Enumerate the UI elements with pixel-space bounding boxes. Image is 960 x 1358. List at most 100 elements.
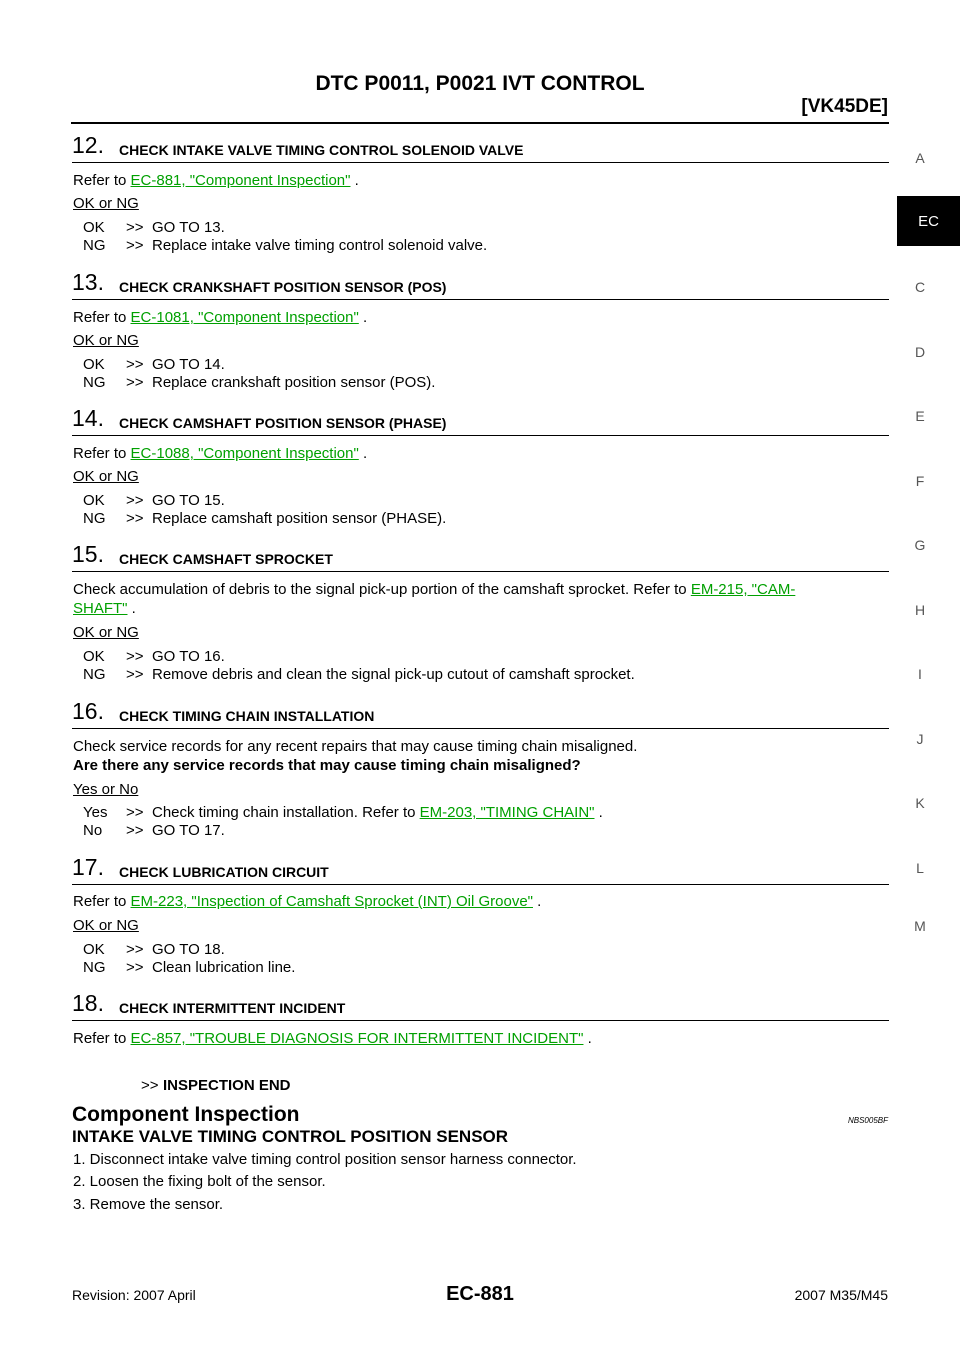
side-index-l[interactable]: L — [916, 860, 924, 876]
section-heading: Component Inspection — [72, 1103, 300, 1126]
result-key: NG — [83, 510, 106, 527]
footer-page-number: EC-881 — [446, 1283, 514, 1305]
result-text-part: Check timing chain installation. Refer t… — [152, 804, 420, 821]
refer-prefix: Refer to — [73, 445, 131, 462]
body-text: Check accumulation of debris to the sign… — [73, 581, 691, 598]
result-key: OK — [83, 492, 105, 509]
refer-prefix: Refer to — [73, 1030, 131, 1047]
refer-prefix: Refer to — [73, 893, 131, 910]
result-arrow: >> — [126, 648, 144, 665]
result-key: NG — [83, 237, 106, 254]
step-title: CHECK CAMSHAFT POSITION SENSOR (PHASE) — [119, 415, 447, 431]
step-18-refer: Refer to EC-857, "TROUBLE DIAGNOSIS FOR … — [73, 1030, 592, 1047]
result-key: NG — [83, 666, 106, 683]
refer-suffix: . — [358, 309, 368, 326]
result-key: OK — [83, 219, 105, 236]
result-arrow: >> — [126, 941, 144, 958]
step-number: 15. — [72, 541, 104, 567]
step-16-heading: 16. CHECK TIMING CHAIN INSTALLATION — [72, 698, 889, 729]
result-key: NG — [83, 374, 106, 391]
refer-suffix: . — [594, 804, 603, 821]
result-text: GO TO 17. — [152, 822, 225, 839]
side-index-c[interactable]: C — [914, 279, 926, 295]
result-key: OK — [83, 356, 105, 373]
result-arrow: >> — [126, 492, 144, 509]
result-arrow: >> — [126, 510, 144, 527]
side-index-m[interactable]: M — [914, 918, 926, 934]
section-subheading: INTAKE VALVE TIMING CONTROL POSITION SEN… — [72, 1127, 509, 1146]
step-17-heading: 17. CHECK LUBRICATION CIRCUIT — [72, 854, 889, 885]
step-15-heading: 15. CHECK CAMSHAFT SPROCKET — [72, 541, 889, 572]
link-em-203[interactable]: EM-203, "TIMING CHAIN" — [419, 804, 595, 821]
result-text: Clean lubrication line. — [152, 959, 296, 976]
header-rule — [71, 122, 889, 124]
side-index-a[interactable]: A — [915, 150, 925, 166]
side-index-k[interactable]: K — [915, 795, 925, 811]
step-number: 12. — [72, 132, 104, 158]
link-em-223[interactable]: EM-223, "Inspection of Camshaft Sprocket… — [130, 893, 533, 910]
result-text: GO TO 13. — [152, 219, 225, 236]
step-12-heading: 12. CHECK INTAKE VALVE TIMING CONTROL SO… — [72, 132, 889, 163]
result-text: GO TO 14. — [152, 356, 225, 373]
step-17-refer: Refer to EM-223, "Inspection of Camshaft… — [73, 893, 541, 910]
result-arrow: >> — [126, 822, 144, 839]
step-14-heading: 14. CHECK CAMSHAFT POSITION SENSOR (PHAS… — [72, 405, 889, 436]
step-number: 16. — [72, 698, 104, 724]
step-15-body-cont: SHAFT" . — [73, 600, 136, 617]
result-arrow: >> — [126, 237, 144, 254]
side-index-g[interactable]: G — [914, 537, 926, 553]
result-text: Replace camshaft position sensor (PHASE)… — [152, 510, 447, 527]
result-arrow: >> — [126, 804, 144, 821]
result-key: No — [83, 822, 103, 839]
refer-suffix: . — [127, 600, 136, 617]
refer-suffix: . — [583, 1030, 592, 1047]
link-ec-1088[interactable]: EC-1088, "Component Inspection" — [130, 445, 359, 462]
link-em-215[interactable]: EM-215, "CAM- — [690, 581, 796, 598]
link-ec-881[interactable]: EC-881, "Component Inspection" — [130, 172, 351, 189]
refer-suffix: . — [358, 445, 368, 462]
step-13-judge: OK or NG — [73, 332, 139, 349]
footer-model: 2007 M35/M45 — [794, 1287, 888, 1303]
step-13-refer: Refer to EC-1081, "Component Inspection"… — [73, 309, 367, 326]
result-arrow: >> — [126, 374, 144, 391]
link-em-215-cont[interactable]: SHAFT" — [73, 600, 128, 617]
step-title: CHECK INTERMITTENT INCIDENT — [119, 1000, 346, 1016]
step-14-judge: OK or NG — [73, 468, 139, 485]
side-index-d[interactable]: D — [914, 344, 926, 360]
step-number: 13. — [72, 269, 104, 295]
procedure-step-2: 2. Loosen the fixing bolt of the sensor. — [73, 1173, 326, 1190]
result-arrow: >> — [126, 219, 144, 236]
result-arrow: >> — [126, 356, 144, 373]
refer-suffix: . — [533, 893, 542, 910]
step-title: CHECK CAMSHAFT SPROCKET — [119, 551, 333, 567]
procedure-step-3: 3. Remove the sensor. — [73, 1196, 224, 1213]
link-ec-1081[interactable]: EC-1081, "Component Inspection" — [130, 309, 359, 326]
result-arrow: >> — [126, 959, 144, 976]
side-index-ec[interactable]: EC — [897, 196, 960, 246]
step-number: 17. — [72, 854, 104, 880]
result-text: GO TO 18. — [152, 941, 225, 958]
result-text: GO TO 16. — [152, 648, 225, 665]
page-title: DTC P0011, P0021 IVT CONTROL — [315, 72, 645, 95]
result-key: OK — [83, 648, 105, 665]
section-code: NBS005BF — [847, 1116, 888, 1125]
step-12-refer: Refer to EC-881, "Component Inspection" … — [73, 172, 359, 189]
side-index-i[interactable]: I — [918, 666, 922, 682]
refer-prefix: Refer to — [73, 172, 131, 189]
result-key: NG — [83, 959, 106, 976]
link-ec-857[interactable]: EC-857, "TROUBLE DIAGNOSIS FOR INTERMITT… — [130, 1030, 584, 1047]
step-title: CHECK LUBRICATION CIRCUIT — [119, 864, 329, 880]
side-index-h[interactable]: H — [914, 602, 926, 618]
side-index-e[interactable]: E — [915, 408, 925, 424]
result-key: Yes — [83, 804, 108, 821]
step-title: CHECK TIMING CHAIN INSTALLATION — [119, 708, 375, 724]
refer-prefix: Refer to — [73, 309, 131, 326]
result-text: Check timing chain installation. Refer t… — [152, 804, 603, 821]
result-key: OK — [83, 941, 105, 958]
result-text: Replace crankshaft position sensor (POS)… — [152, 374, 436, 391]
end-arrow: >> — [141, 1077, 159, 1094]
step-16-question: Are there any service records that may c… — [73, 757, 581, 774]
side-index-f[interactable]: F — [915, 473, 925, 489]
step-13-heading: 13. CHECK CRANKSHAFT POSITION SENSOR (PO… — [72, 269, 889, 300]
side-index-j[interactable]: J — [916, 731, 924, 747]
